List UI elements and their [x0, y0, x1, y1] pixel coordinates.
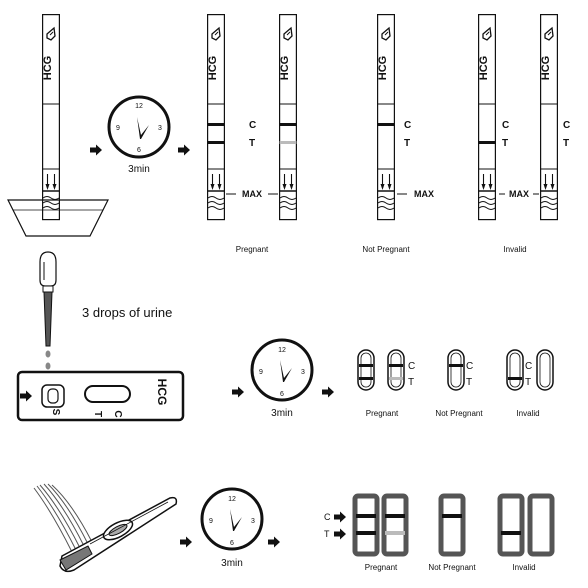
- test-label: T: [324, 529, 330, 539]
- instruction-text: 3 drops of urine: [82, 305, 172, 320]
- strip-brand-label: HCG: [279, 56, 291, 80]
- cassette-result-invalid-1: [506, 349, 524, 391]
- arrow-icon: [178, 144, 190, 156]
- result-invalid-label: Invalid: [503, 245, 526, 254]
- clock-six: 6: [230, 540, 234, 547]
- cassette-result-invalid-2: [536, 349, 554, 391]
- strip-result-pregnant-2: [278, 13, 298, 221]
- urine-stream-icon: [33, 483, 93, 553]
- strip-brand-label: HCG: [207, 56, 219, 80]
- clock-twelve: 12: [228, 496, 236, 503]
- midstream-result-not-pregnant: [438, 493, 466, 557]
- midstream-result-pregnant-2: [381, 493, 409, 557]
- strip-brand-label: HCG: [42, 56, 54, 80]
- dropper-icon: [39, 251, 57, 370]
- result-pregnant-label: Pregnant: [366, 409, 399, 418]
- control-label: C: [466, 361, 473, 372]
- control-label: C: [408, 361, 415, 372]
- strip-result-not-pregnant: [376, 13, 396, 221]
- arrow-icon: [334, 528, 346, 540]
- cassette-result-pregnant-1: [357, 349, 375, 391]
- result-pregnant-label: Pregnant: [236, 245, 269, 254]
- timer-duration: 3min: [271, 408, 293, 419]
- test-label: T: [249, 138, 255, 149]
- midstream-result-invalid-1: [497, 493, 525, 557]
- cassette-brand-label: HCG: [155, 379, 169, 406]
- control-label: C: [324, 512, 331, 522]
- max-label: MAX: [242, 189, 262, 199]
- sample-label: S: [50, 409, 61, 416]
- control-label: C: [112, 410, 123, 417]
- midstream-result-pregnant-1: [352, 493, 380, 557]
- arrow-icon: [232, 386, 244, 398]
- control-label: C: [404, 120, 411, 131]
- test-label: T: [92, 411, 103, 417]
- clock-three: 3: [158, 125, 162, 132]
- control-label: C: [502, 120, 509, 131]
- clock-three: 3: [301, 369, 305, 376]
- test-cassette: [16, 370, 185, 422]
- test-label: T: [404, 138, 410, 149]
- strip-brand-label: HCG: [540, 56, 552, 80]
- clock-nine: 9: [209, 518, 213, 525]
- dip-strip: HCG: [41, 13, 61, 221]
- control-label: C: [525, 361, 532, 372]
- test-label: T: [408, 377, 414, 388]
- result-window: [84, 385, 131, 403]
- midstream-result-invalid-2: [527, 493, 555, 557]
- control-label: C: [249, 120, 256, 131]
- midstream-test-stick: [59, 496, 178, 573]
- strip-brand-label: HCG: [478, 56, 490, 80]
- control-label: C: [563, 120, 570, 131]
- cassette-result-not-pregnant: [447, 349, 465, 391]
- clock-six: 6: [280, 391, 284, 398]
- result-invalid-label: Invalid: [516, 409, 539, 418]
- max-label: MAX: [414, 189, 434, 199]
- test-label: T: [466, 377, 472, 388]
- clock-nine: 9: [116, 125, 120, 132]
- timer-duration: 3min: [128, 164, 150, 175]
- strip-brand-label: HCG: [377, 56, 389, 80]
- urine-cup: [7, 199, 109, 237]
- clock-twelve: 12: [278, 347, 286, 354]
- strip-result-pregnant-1: [206, 13, 226, 221]
- timer-duration: 3min: [221, 558, 243, 569]
- clock-twelve: 12: [135, 103, 143, 110]
- clock-six: 6: [137, 147, 141, 154]
- test-label: T: [563, 138, 569, 149]
- clock-nine: 9: [259, 369, 263, 376]
- arrow-icon: [334, 511, 346, 523]
- strip-result-invalid-1: [477, 13, 497, 221]
- max-label: MAX: [509, 189, 529, 199]
- result-not-pregnant-label: Not Pregnant: [362, 245, 410, 254]
- result-pregnant-label: Pregnant: [365, 563, 398, 572]
- result-not-pregnant-label: Not Pregnant: [435, 409, 483, 418]
- result-not-pregnant-label: Not Pregnant: [428, 563, 476, 572]
- strip-result-invalid-2: [539, 13, 559, 221]
- arrow-icon: [268, 536, 280, 548]
- clock-three: 3: [251, 518, 255, 525]
- test-label: T: [525, 377, 531, 388]
- cassette-result-pregnant-2: [387, 349, 405, 391]
- test-label: T: [502, 138, 508, 149]
- result-invalid-label: Invalid: [512, 563, 535, 572]
- arrow-icon: [180, 536, 192, 548]
- arrow-icon: [90, 144, 102, 156]
- arrow-icon: [322, 386, 334, 398]
